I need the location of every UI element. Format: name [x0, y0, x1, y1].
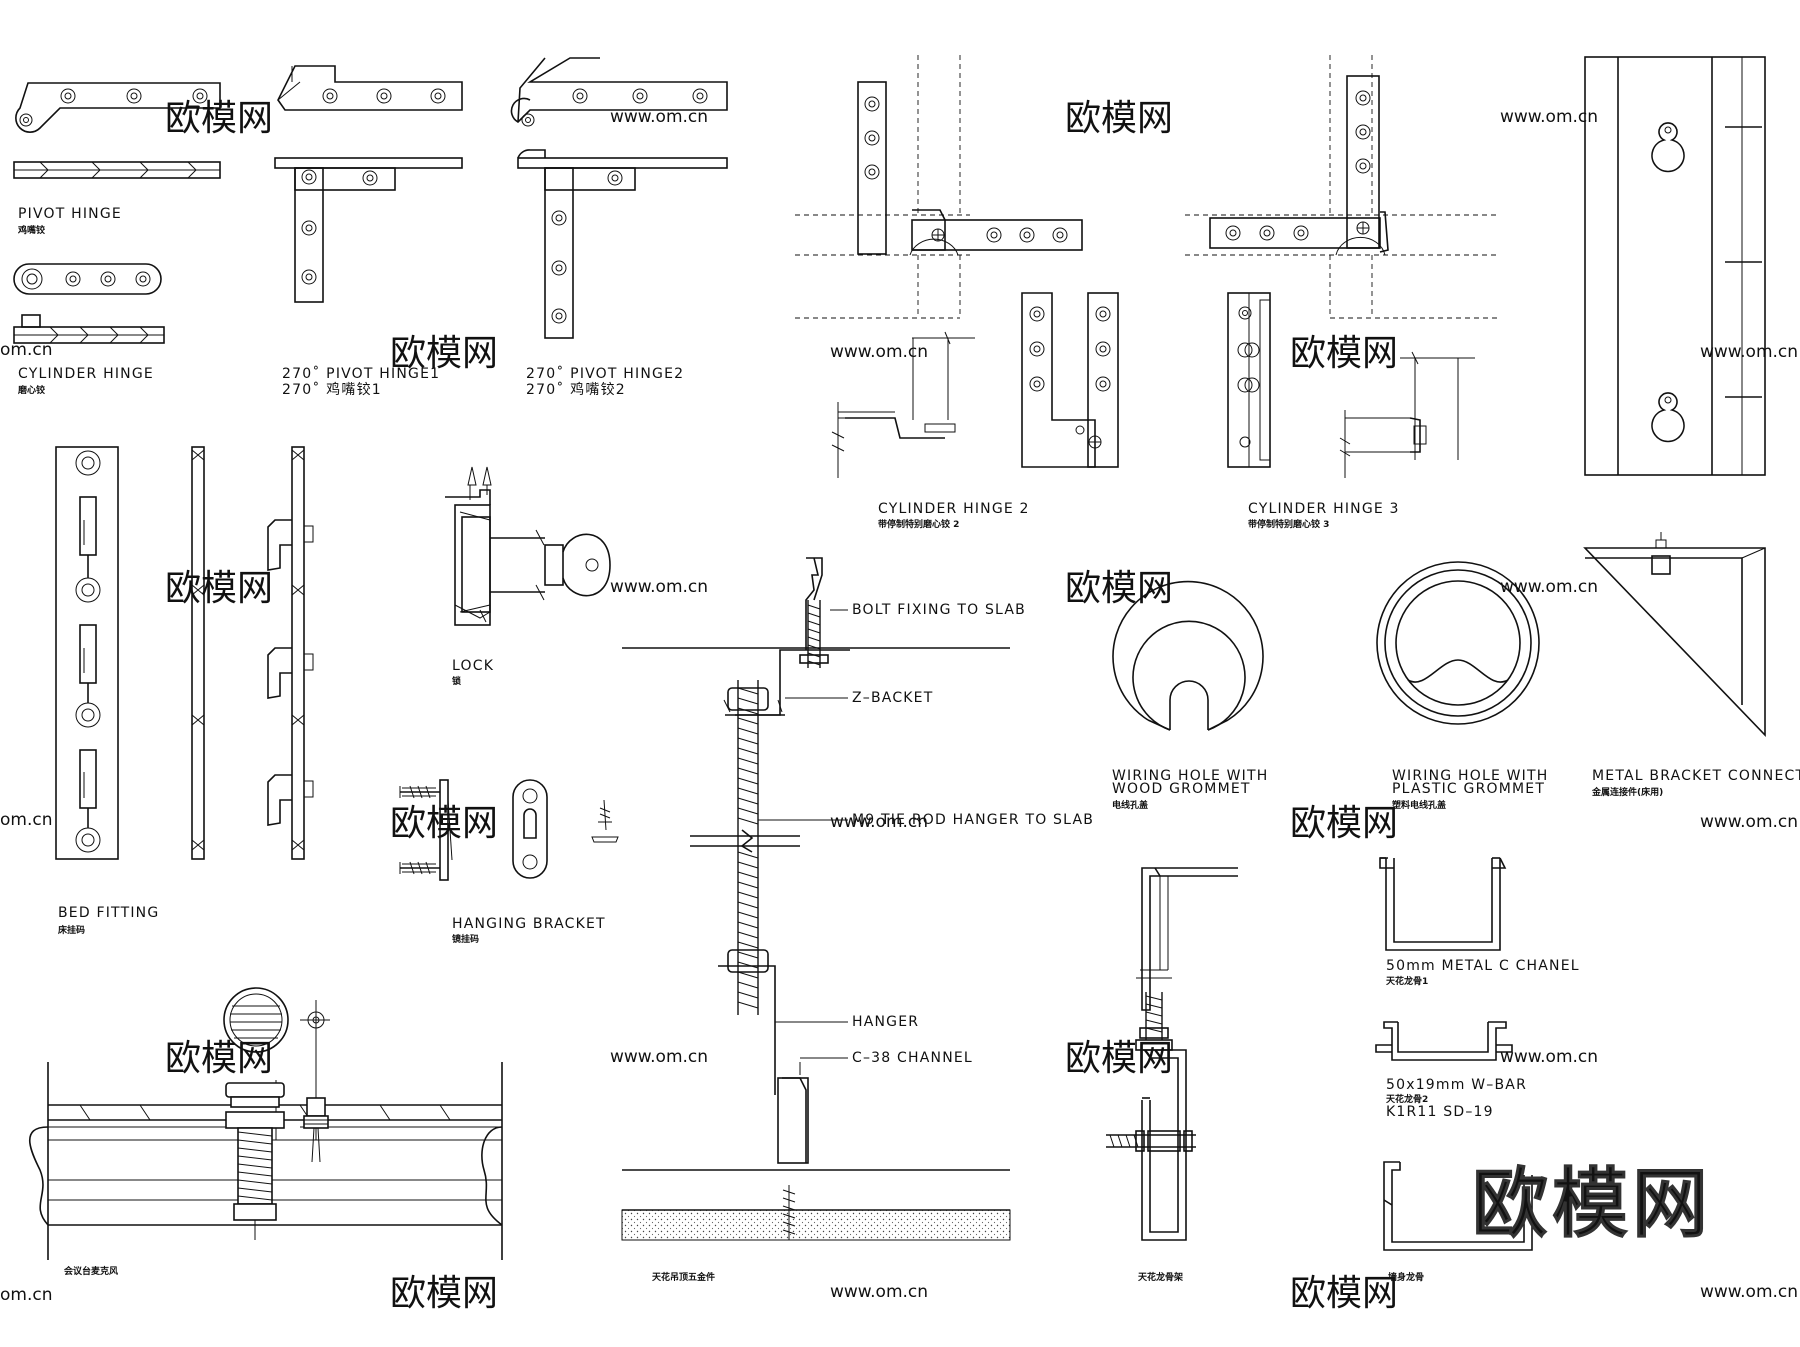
wall-keel-drawing — [1383, 1161, 1533, 1251]
ceiling-hardware-label-cn: 天花吊顶五金件 — [652, 1271, 715, 1283]
w-bar-label: 50x19mm W–BAR — [1386, 1077, 1527, 1093]
metal-bracket-label-cn: 金属连接件(床用) — [1591, 786, 1663, 798]
watermark-text: 欧模网 — [1290, 333, 1398, 374]
bed-fitting-label-cn: 床挂码 — [58, 924, 85, 936]
watermark-url: www.om.cn — [830, 1282, 928, 1302]
watermark-text: 欧模网 — [165, 568, 273, 609]
w-bar-label-cn: 天花龙骨2 — [1386, 1093, 1428, 1105]
metal-bracket-drawing — [1583, 532, 1766, 737]
cylinder-hinge-3-label: CYLINDER HINGE 3 — [1248, 501, 1400, 517]
cylinder-hinge-2-label: CYLINDER HINGE 2 — [878, 501, 1030, 517]
pivot-hinge-label: PIVOT HINGE — [18, 206, 122, 222]
wood-grommet-label-1: WIRING HOLE WITH — [1112, 768, 1269, 784]
watermark-url-short: om.cn — [0, 340, 53, 360]
c-chanel-label: 50mm METAL C CHANEL — [1386, 958, 1580, 974]
plastic-grommet-label-cn: 塑料电线孔盖 — [1392, 799, 1446, 811]
pivot-hinge-270-1-drawing — [274, 65, 463, 303]
meeting-microphone-label-cn: 会议台麦克风 — [64, 1265, 118, 1277]
pivot-hinge-270-1-label: 270˚ PIVOT HINGE1 — [282, 365, 440, 382]
hanging-bracket-label-cn: 镜挂码 — [452, 933, 479, 945]
cylinder-hinge-2-drawing — [795, 55, 1119, 478]
c-channel-drawing — [1379, 857, 1507, 951]
cylinder-hinge-2-label-cn: 带停制特别磨心铰 2 — [878, 518, 959, 530]
plastic-grommet-label-2: PLASTIC GROMMET — [1392, 781, 1545, 797]
watermark-url: www.om.cn — [830, 342, 928, 362]
c-chanel-label-cn: 天花龙骨1 — [1386, 975, 1428, 987]
watermark-url: www.om.cn — [1500, 1047, 1598, 1067]
watermark-text: 欧模网 — [1290, 1273, 1398, 1314]
watermark-url-short: om.cn — [0, 1285, 53, 1305]
pivot-hinge-270-2-label: 270˚ PIVOT HINGE2 — [526, 365, 684, 382]
hanger-label: HANGER — [852, 1014, 919, 1030]
ceiling-frame-drawing — [1106, 867, 1238, 1241]
c38-channel-label: C–38 CHANNEL — [852, 1050, 973, 1066]
cylinder-hinge-label: CYLINDER HINGE — [18, 366, 154, 382]
plastic-grommet-label-1: WIRING HOLE WITH — [1392, 768, 1549, 784]
w-bar-code-label: K1R11 SD–19 — [1386, 1104, 1494, 1120]
w-bar-drawing — [1375, 1021, 1513, 1061]
keyhole-panel-drawing — [1584, 56, 1766, 476]
wood-grommet-drawing — [1112, 580, 1264, 731]
pivot-hinge-270-1-label-cn: 270˚ 鸡嘴铰1 — [282, 381, 382, 398]
meeting-microphone-drawing — [29, 987, 503, 1260]
cylinder-hinge-3-drawing — [1185, 55, 1500, 478]
pivot-hinge-270-2-label-cn: 270˚ 鸡嘴铰2 — [526, 381, 626, 398]
watermark-url: www.om.cn — [1500, 577, 1598, 597]
wall-keel-label-cn: 墙身龙骨 — [1388, 1271, 1424, 1283]
watermark-url: www.om.cn — [830, 812, 928, 832]
lock-label: LOCK — [452, 658, 494, 674]
watermark-text: 欧模网 — [390, 1273, 498, 1314]
watermark-url: www.om.cn — [610, 107, 708, 127]
watermark-text: 欧模网 — [165, 98, 273, 139]
bed-fitting-label: BED FITTING — [58, 905, 159, 921]
watermark-text: 欧模网 — [165, 1038, 273, 1079]
watermark-text: 欧模网 — [1290, 803, 1398, 844]
watermark-text: 欧模网 — [390, 333, 498, 374]
metal-bracket-label: METAL BRACKET CONNECTOR — [1592, 768, 1800, 784]
ceiling-frame-label-cn: 天花龙骨架 — [1138, 1271, 1183, 1283]
watermark-url: www.om.cn — [1500, 107, 1598, 127]
ceiling-hanger-drawing — [621, 557, 1011, 1241]
cylinder-hinge-label-cn: 磨心铰 — [17, 384, 45, 396]
watermark-url: www.om.cn — [610, 577, 708, 597]
cylinder-hinge-3-label-cn: 带停制特别磨心铰 3 — [1248, 518, 1329, 530]
m9-rod-label: M9 TIE ROD HANGER TO SLAB — [852, 812, 1094, 828]
hanging-bracket-drawing — [399, 779, 619, 881]
hanging-bracket-label: HANGING BRACKET — [452, 916, 606, 932]
lock-drawing — [445, 466, 611, 626]
wood-grommet-label-cn: 电线孔盖 — [1112, 799, 1148, 811]
watermark-url: www.om.cn — [1700, 342, 1798, 362]
watermark-text: 欧模网 — [1065, 98, 1173, 139]
z-backet-label: Z–BACKET — [852, 690, 933, 706]
brand-logo-mark: 欧模网 — [1472, 1159, 1712, 1248]
bolt-fixing-label: BOLT FIXING TO SLAB — [852, 602, 1026, 618]
bed-fitting-drawing — [55, 446, 314, 860]
watermark-text: 欧模网 — [390, 803, 498, 844]
pivot-hinge-270-2-drawing — [510, 57, 728, 339]
watermark-url: www.om.cn — [1700, 1282, 1798, 1302]
pivot-hinge-label-cn: 鸡嘴铰 — [17, 224, 45, 236]
cylinder-hinge-drawing — [13, 263, 165, 344]
lock-label-cn: 锁 — [452, 675, 461, 687]
plastic-grommet-drawing — [1376, 561, 1540, 725]
watermark-url-short: om.cn — [0, 810, 53, 830]
watermark-url: www.om.cn — [610, 1047, 708, 1067]
watermark-url: www.om.cn — [1700, 812, 1798, 832]
watermark-layer: 欧模网 www.om.cn 欧模网 www.om.cn om.cn 欧模网 ww… — [0, 98, 1798, 1314]
wood-grommet-label-2: WOOD GROMMET — [1112, 781, 1251, 797]
pivot-hinge-drawing — [13, 82, 221, 179]
